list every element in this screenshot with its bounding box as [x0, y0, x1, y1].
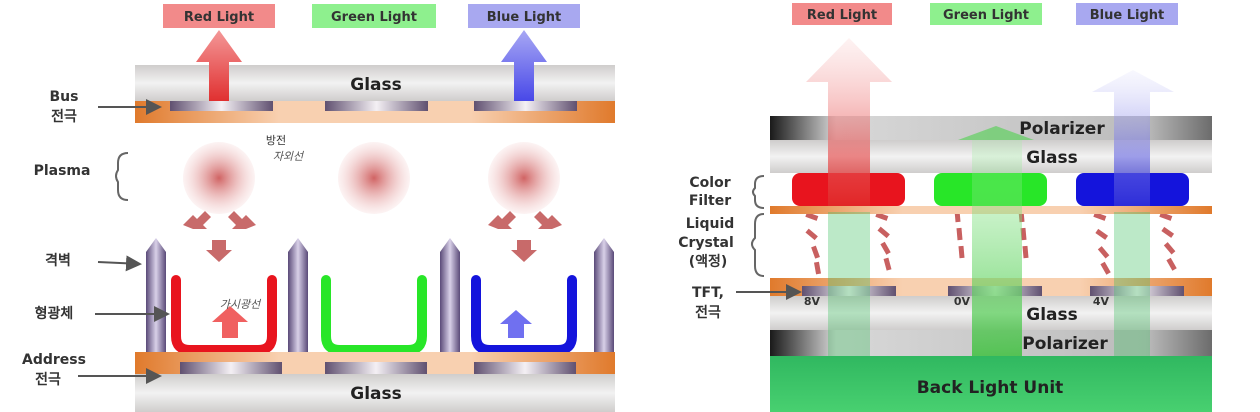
bus-electrode-label: 전극	[51, 108, 77, 125]
blue-light-output-arrow	[1092, 70, 1174, 206]
liquid-crystal-label-2: Crystal	[678, 235, 734, 251]
barrier-label: 격벽	[45, 252, 71, 269]
green-beam-head	[958, 126, 1034, 140]
tft-electrode-1	[802, 286, 896, 296]
green-light-label: Green Light	[331, 10, 417, 25]
red-light-output-arrow	[806, 38, 892, 206]
address-electrode-2	[325, 362, 427, 374]
plasma-glow-2	[338, 142, 410, 214]
tft-electrode-3	[1090, 286, 1184, 296]
barrier-pointer-arrow	[97, 255, 142, 272]
green-light-label-box	[312, 4, 436, 28]
bottom-glass-layer	[135, 374, 615, 412]
plasma-brace	[115, 152, 129, 201]
bus-label: Bus	[50, 89, 79, 105]
red-light-label-box	[792, 3, 892, 25]
address-label: Address	[22, 352, 86, 368]
plasma-glow-1	[183, 142, 255, 214]
right-header-labels: Red Light Green Light Blue Light	[792, 3, 1178, 25]
red-light-label-box	[163, 4, 275, 28]
barrier-rib	[440, 238, 460, 352]
blue-light-arrow	[501, 30, 547, 101]
bottom-glass-label: Glass	[350, 384, 402, 404]
red-pixel-backlight-beam	[828, 212, 870, 356]
left-header-labels: Red Light Green Light Blue Light	[163, 4, 580, 28]
uv-arrow	[183, 211, 211, 229]
address-electrode-label: 전극	[35, 371, 61, 388]
tft-label-2: 전극	[695, 304, 721, 321]
plasma-label: Plasma	[34, 163, 91, 179]
color-filter-brace	[752, 175, 765, 209]
top-polarizer-label: Polarizer	[1019, 119, 1105, 139]
uv-arrow	[534, 211, 562, 229]
address-electrode-3	[474, 362, 576, 374]
address-electrode-1	[180, 362, 282, 374]
tft-label-1: TFT,	[692, 285, 724, 301]
visible-light-arrow-red	[212, 306, 248, 338]
blue-phosphor	[471, 275, 577, 355]
blue-light-label-box	[468, 4, 580, 28]
plasma-glow-3	[488, 142, 560, 214]
bottom-glass-label: Glass	[1026, 305, 1078, 325]
green-light-beam	[972, 140, 1022, 356]
color-filter-label-2: Filter	[689, 193, 731, 209]
right-side-labels: Color Filter Liquid Crystal (액정) TFT, 전극	[678, 175, 802, 321]
visible-light-arrow-blue	[500, 310, 532, 338]
bus-electrode-1	[170, 101, 273, 111]
green-light-label-box	[930, 3, 1042, 25]
red-phosphor	[171, 275, 277, 355]
bus-electrode-2	[325, 101, 428, 111]
voltage-1: 8V	[804, 295, 821, 308]
red-light-label: Red Light	[807, 8, 877, 23]
top-glass-label: Glass	[1026, 148, 1078, 168]
green-light-label: Green Light	[943, 8, 1029, 23]
lcd-diagram: Red Light Green Light Blue Light Back Li…	[678, 3, 1212, 412]
blue-pixel-backlight-beam	[1114, 212, 1150, 356]
voltage-3: 4V	[1093, 295, 1110, 308]
red-light-label: Red Light	[184, 10, 254, 25]
uv-arrow	[206, 240, 232, 262]
blue-light-label: Blue Light	[1090, 8, 1164, 23]
uv-arrow	[228, 211, 256, 229]
uv-arrow	[511, 240, 537, 262]
barrier-ribs	[146, 238, 614, 352]
bus-electrode-3	[474, 101, 577, 111]
red-light-arrow	[196, 30, 242, 101]
top-glass-label: Glass	[350, 75, 402, 95]
voltage-2: 0V	[954, 295, 971, 308]
backlight-label: Back Light Unit	[917, 378, 1064, 398]
barrier-rib	[146, 238, 166, 352]
blue-light-label: Blue Light	[487, 10, 561, 25]
barrier-rib	[288, 238, 308, 352]
liquid-crystal-label-1: Liquid	[686, 216, 735, 232]
liquid-crystal-label-3: (액정)	[689, 253, 728, 270]
uv-label: 자외선	[273, 150, 305, 163]
green-phosphor	[321, 275, 427, 355]
color-filter-label-1: Color	[689, 175, 730, 191]
uv-arrows	[183, 211, 562, 262]
left-side-labels: Bus 전극 Plasma 격벽 형광체 Address 전극	[22, 89, 170, 388]
liquid-crystal-brace	[751, 213, 765, 277]
backlight-unit	[770, 356, 1212, 412]
barrier-rib	[594, 238, 614, 352]
phosphor-label: 형광체	[35, 305, 74, 322]
bottom-polarizer-label: Polarizer	[1022, 334, 1108, 354]
discharge-label: 방전	[266, 134, 286, 147]
blue-light-label-box	[1076, 3, 1178, 25]
uv-arrow	[488, 211, 516, 229]
visible-light-label: 가시광선	[220, 298, 262, 311]
pdp-diagram: Red Light Green Light Blue Light Glass 방…	[22, 4, 615, 412]
